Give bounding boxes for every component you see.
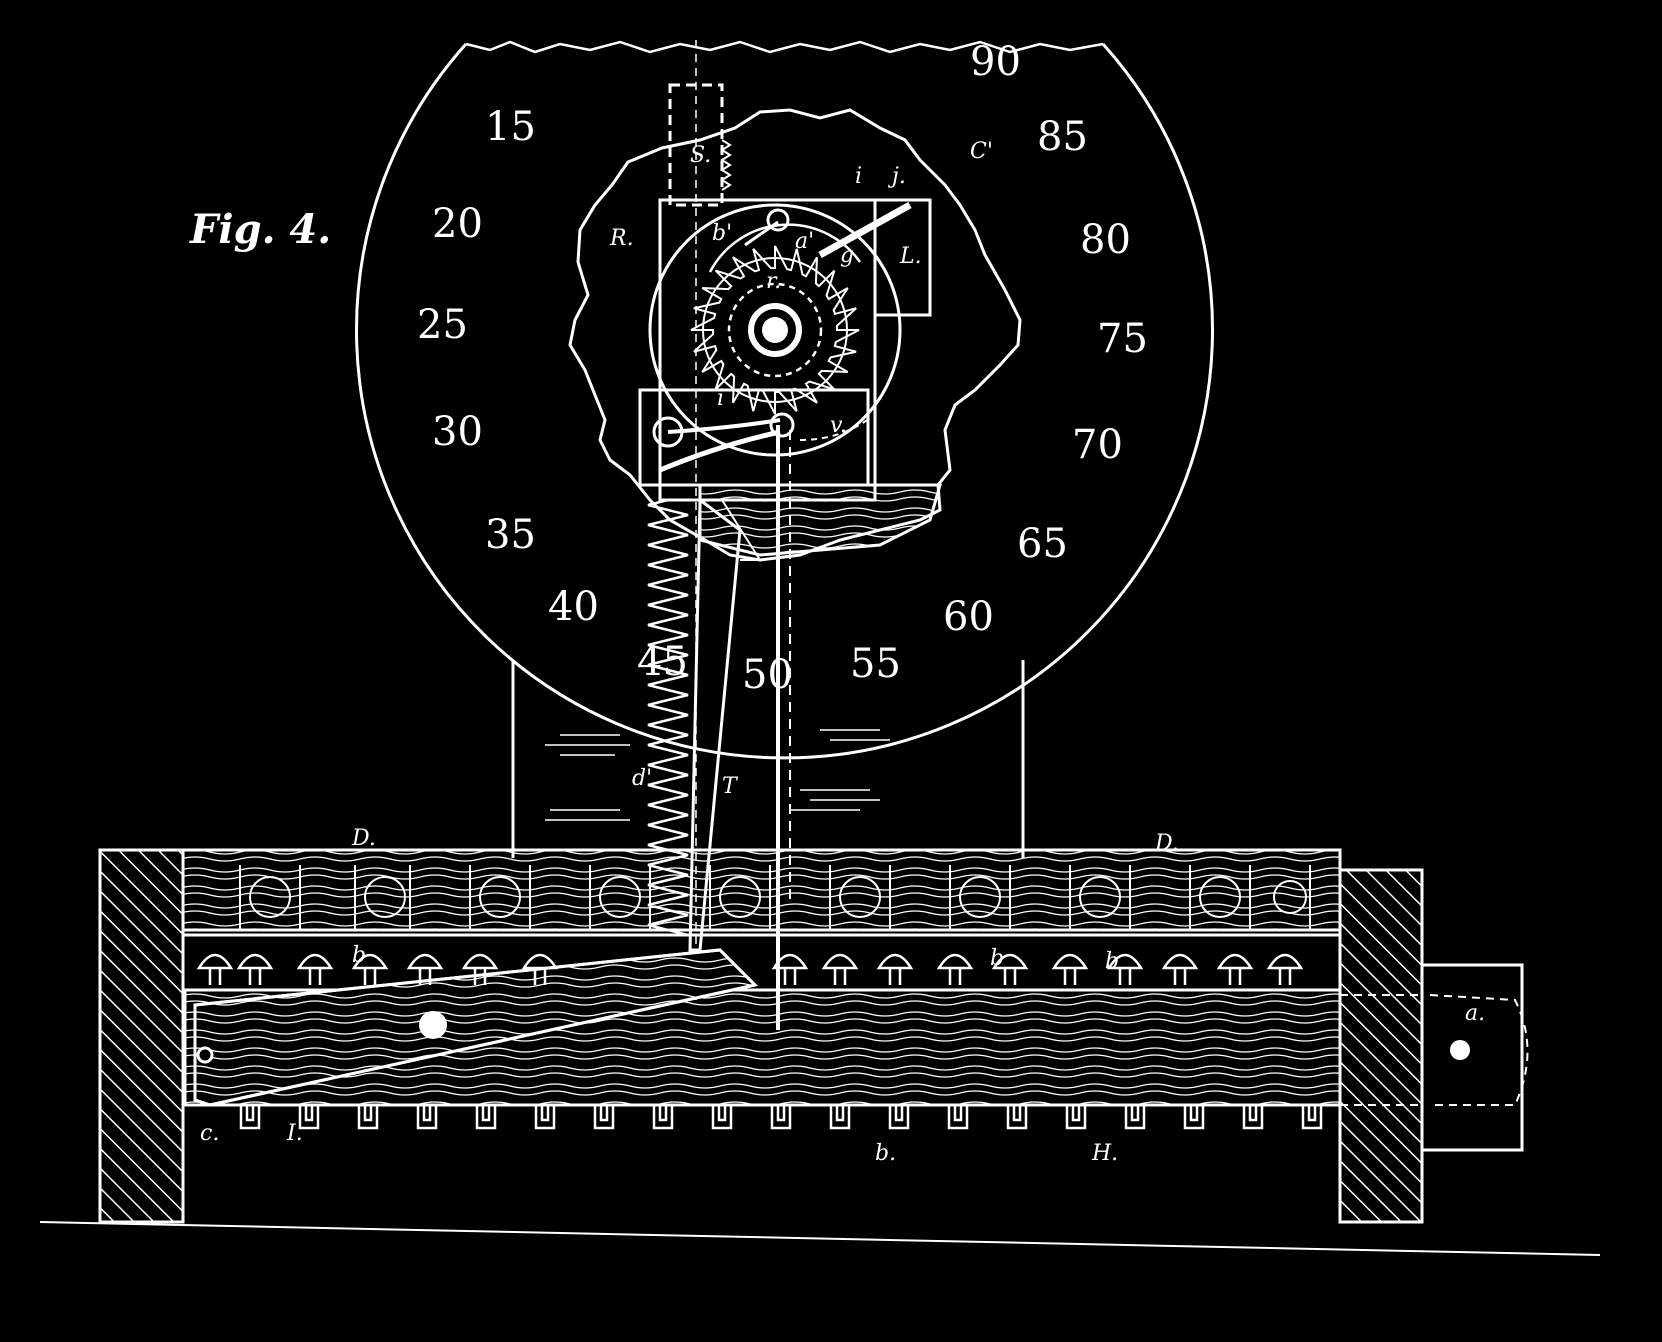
mushroom-pin xyxy=(1106,953,1144,985)
label-T: T xyxy=(722,774,739,799)
mushroom-pin xyxy=(1216,953,1254,985)
label-R: R. xyxy=(609,226,634,251)
label-v: v. xyxy=(830,413,847,438)
dial-number: 90 xyxy=(970,39,1021,85)
label-I: I. xyxy=(286,1121,303,1146)
figure-title: Fig. 4. xyxy=(189,206,331,253)
comb-tooth xyxy=(1183,1105,1205,1130)
mushroom-pin xyxy=(351,953,389,985)
mushroom-pin xyxy=(196,953,234,985)
mushroom-pin xyxy=(876,953,914,985)
mushroom-pin xyxy=(296,953,334,985)
mushroom-pin xyxy=(936,953,974,985)
comb-tooth xyxy=(829,1105,851,1130)
label-C-prime: C' xyxy=(970,139,993,164)
comb-tooth xyxy=(652,1105,674,1130)
label-b-left: b xyxy=(352,943,366,968)
comb-tooth xyxy=(947,1105,969,1130)
dial-number: 15 xyxy=(485,104,536,150)
mushroom-pin xyxy=(771,953,809,985)
label-b-right: b xyxy=(1105,949,1119,974)
comb-tooth xyxy=(298,1105,320,1130)
mushroom-pin xyxy=(1266,953,1304,985)
dial-number: 25 xyxy=(417,302,468,348)
dial-number: 50 xyxy=(742,652,793,698)
comb-tooth xyxy=(357,1105,379,1130)
label-a: a. xyxy=(1465,1001,1485,1026)
dial-number: 20 xyxy=(432,201,483,247)
mushroom-pin xyxy=(461,953,499,985)
label-d-prime: d' xyxy=(632,766,652,791)
label-b-mid: b xyxy=(990,946,1004,971)
dial-number: 65 xyxy=(1017,521,1068,567)
comb-tooth xyxy=(534,1105,556,1130)
comb-tooth xyxy=(1065,1105,1087,1130)
label-g: g xyxy=(840,243,854,268)
dial-number: 75 xyxy=(1097,316,1148,362)
comb-tooth xyxy=(888,1105,910,1130)
comb-tooth xyxy=(416,1105,438,1130)
comb-tooth xyxy=(1124,1105,1146,1130)
label-b-prime: b' xyxy=(712,221,732,246)
label-i-top: i xyxy=(855,164,862,189)
mechanism xyxy=(638,40,942,1030)
mushroom-pin xyxy=(406,953,444,985)
label-S: S. xyxy=(690,143,711,168)
dial-number: 55 xyxy=(850,641,901,687)
mushroom-pin xyxy=(1051,953,1089,985)
comb-tooth xyxy=(239,1105,261,1130)
mushroom-pin xyxy=(521,953,559,985)
pillar xyxy=(511,660,1025,858)
dial-number: 85 xyxy=(1037,114,1088,160)
reference-labels: S. R. L. C' b' a' g r. i j. i v. d' T D.… xyxy=(200,139,1485,1166)
label-j: j. xyxy=(887,164,906,189)
comb-tooth xyxy=(593,1105,615,1130)
label-a-prime: a' xyxy=(795,229,814,254)
label-b-bottom: b. xyxy=(875,1141,896,1166)
mushroom-pin xyxy=(1161,953,1199,985)
mushroom-pin xyxy=(991,953,1029,985)
label-r: r. xyxy=(766,269,781,294)
dial-number: 30 xyxy=(432,409,483,455)
label-H: H. xyxy=(1091,1141,1118,1166)
comb-tooth xyxy=(1301,1105,1323,1130)
mushroom-pin xyxy=(821,953,859,985)
comb-teeth xyxy=(239,1105,1323,1130)
label-i-lower: i xyxy=(717,386,724,411)
comb-tooth xyxy=(1242,1105,1264,1130)
comb-tooth xyxy=(711,1105,733,1130)
dial-number: 40 xyxy=(548,584,599,630)
dial-number: 60 xyxy=(943,594,994,640)
base-frame xyxy=(39,848,1601,1256)
dial-face xyxy=(355,40,1214,760)
label-c: c. xyxy=(200,1121,219,1146)
comb-tooth xyxy=(770,1105,792,1130)
label-D-right: D. xyxy=(1154,831,1179,856)
dial-number: 80 xyxy=(1080,217,1131,263)
label-D-left: D. xyxy=(351,826,376,851)
comb-tooth xyxy=(1006,1105,1028,1130)
mushroom-pins xyxy=(196,953,1304,985)
dial-numbers: 15 20 25 30 35 40 45 50 55 60 65 70 75 8… xyxy=(417,39,1148,698)
comb-tooth xyxy=(475,1105,497,1130)
dial-number: 70 xyxy=(1072,422,1123,468)
dial-number: 35 xyxy=(485,512,536,558)
mushroom-pin xyxy=(236,953,274,985)
cutaway-outline xyxy=(568,108,1022,562)
label-L: L. xyxy=(899,244,922,269)
